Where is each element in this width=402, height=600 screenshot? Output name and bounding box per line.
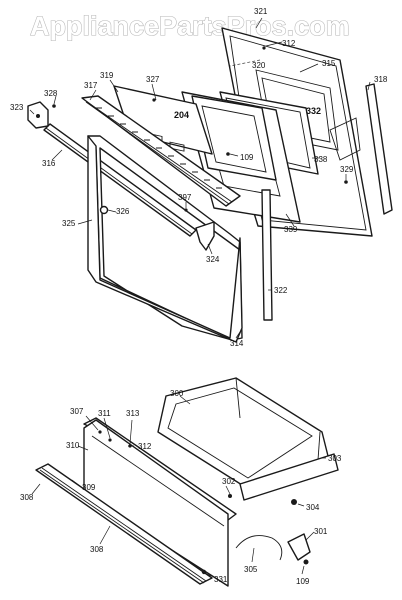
callout-312-drawer: 312 xyxy=(138,442,152,451)
callout-323: 323 xyxy=(10,103,24,112)
part-handle-end-cap xyxy=(27,101,49,129)
callout-339: 339 xyxy=(284,225,298,234)
watermark: AppliancePartsPros.com xyxy=(30,11,350,41)
part-drawer-bracket xyxy=(287,533,311,561)
callout-311: 311 xyxy=(98,409,111,418)
callout-109-top: 109 xyxy=(240,153,254,162)
part-door-clip xyxy=(195,221,215,251)
callout-328: 328 xyxy=(44,89,58,98)
part-spring xyxy=(235,535,283,561)
part-drawer-body xyxy=(157,377,339,501)
callout-304: 304 xyxy=(306,503,320,512)
screw-304 xyxy=(291,499,297,505)
screw-320 xyxy=(262,46,266,50)
screw-109-bottom xyxy=(303,559,309,565)
callout-307: 307 xyxy=(70,407,84,416)
fastener-326 xyxy=(99,205,109,215)
callout-310: 310 xyxy=(66,441,80,450)
screw-307 xyxy=(98,430,102,434)
callout-305: 305 xyxy=(244,565,258,574)
callout-322: 322 xyxy=(274,286,288,295)
callout-301: 301 xyxy=(314,527,328,536)
callout-308-bottom: 308 xyxy=(90,545,104,554)
callout-303: 303 xyxy=(328,454,342,463)
callout-labels: 321 312 315 318 319 327 320 317 328 323 … xyxy=(10,7,388,586)
callout-204: 204 xyxy=(174,110,189,120)
part-top-vent-trim xyxy=(81,95,241,207)
callout-329: 329 xyxy=(340,165,354,174)
callout-302: 302 xyxy=(222,477,236,486)
screw-311 xyxy=(108,438,112,442)
callout-325: 325 xyxy=(62,219,76,228)
screw-397 xyxy=(184,208,188,212)
callout-321: 321 xyxy=(254,7,268,16)
part-drawer-handle-trim xyxy=(35,463,213,585)
screw-329 xyxy=(344,180,348,184)
callout-324: 324 xyxy=(206,255,220,264)
callout-338: 338 xyxy=(314,155,328,164)
screw-328 xyxy=(52,104,56,108)
callout-308-left: 308 xyxy=(20,493,34,502)
callout-331: 331 xyxy=(214,575,228,584)
callout-397: 397 xyxy=(178,193,192,202)
callout-309: 309 xyxy=(82,483,96,492)
screw-302 xyxy=(228,494,232,498)
callout-319: 319 xyxy=(100,71,114,80)
callout-320: 320 xyxy=(252,61,266,70)
callout-326: 326 xyxy=(116,207,130,216)
screw-331 xyxy=(201,569,207,575)
callout-315: 315 xyxy=(322,59,336,68)
callout-316: 316 xyxy=(42,159,56,168)
callout-109-bottom: 109 xyxy=(296,577,310,586)
callout-327: 327 xyxy=(146,75,160,84)
callout-332: 332 xyxy=(306,106,321,116)
callout-317: 317 xyxy=(84,81,98,90)
callout-314: 314 xyxy=(230,339,244,348)
leader-lines xyxy=(29,17,371,577)
callout-300: 300 xyxy=(170,389,184,398)
part-side-trim-strip xyxy=(365,83,393,215)
callout-313: 313 xyxy=(126,409,140,418)
part-drawer-front-panel xyxy=(83,417,237,587)
callout-318: 318 xyxy=(374,75,388,84)
part-side-bar xyxy=(261,189,273,321)
callout-312-top: 312 xyxy=(282,39,296,48)
screw-109-top xyxy=(226,152,230,156)
part-front-door-frame xyxy=(87,135,243,343)
